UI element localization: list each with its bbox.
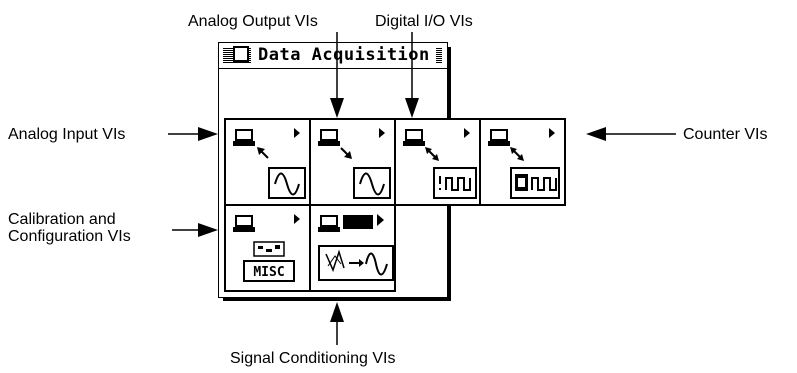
calibration-callout-line2: Configuration VIs (8, 228, 131, 245)
calibration-arrowhead (198, 223, 218, 237)
counter-callout: Counter VIs (683, 126, 768, 143)
calibration-callout-line1: Calibration and (8, 211, 116, 228)
digital-io-callout: Digital I/O VIs (375, 13, 473, 30)
counter-icon (488, 128, 560, 199)
analog-input-icon (233, 128, 306, 199)
palette-title: Data Acquisition (256, 44, 436, 66)
analog-input-arrowhead (198, 127, 218, 141)
digital-io-arrowhead (405, 98, 419, 118)
calibration-configuration-subpalette[interactable]: MISC (224, 204, 311, 292)
analog-input-callout: Analog Input VIs (8, 126, 126, 143)
signal-conditioning-icon (318, 214, 394, 281)
palette-titlebar[interactable]: Data Acquisition (219, 43, 447, 69)
digital-io-icon (403, 128, 477, 199)
data-acquisition-palette[interactable]: Data Acquisition (218, 42, 566, 298)
analog-input-subpalette[interactable] (224, 118, 311, 206)
analog-output-callout: Analog Output VIs (188, 13, 318, 30)
close-box-icon[interactable] (233, 46, 249, 62)
calibration-callout: Calibration and Configuration VIs (8, 211, 178, 245)
misc-icon: MISC (233, 214, 300, 282)
signal-conditioning-callout: Signal Conditioning VIs (230, 350, 396, 367)
misc-icon-label: MISC (253, 265, 284, 280)
signal-conditioning-subpalette[interactable] (309, 204, 396, 292)
counter-arrowhead (586, 127, 606, 141)
analog-output-icon (318, 128, 391, 199)
counter-subpalette[interactable] (479, 118, 566, 206)
signal-conditioning-arrowhead (330, 302, 344, 322)
analog-output-arrowhead (330, 98, 344, 118)
